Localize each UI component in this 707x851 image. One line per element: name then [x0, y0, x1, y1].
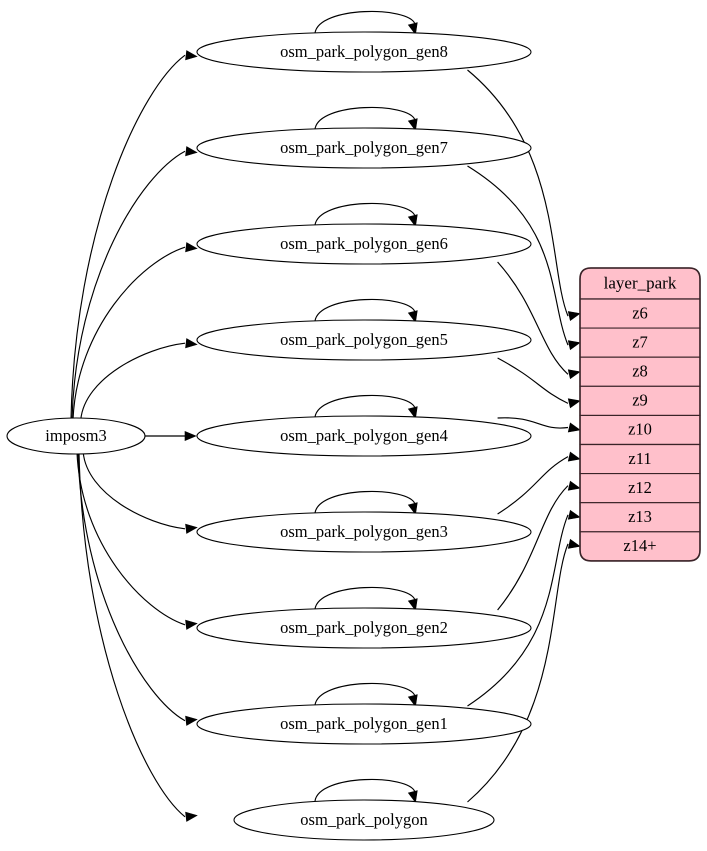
arrowhead-self-loop-gen4 [407, 406, 418, 420]
self-loop-gen7 [314, 106, 416, 130]
node-label-gen3: osm_park_polygon_gen3 [280, 522, 448, 541]
table-row-label-z12: z12 [628, 478, 652, 497]
arrowhead-imposm3-to-gen8 [185, 50, 198, 61]
node-gen3[interactable] [196, 511, 532, 553]
node-gen5[interactable] [196, 319, 532, 361]
node-label-gen1: osm_park_polygon_gen1 [280, 714, 448, 733]
edge-gen7-to-z7 [467, 165, 569, 346]
node-label-gen8: osm_park_polygon_gen8 [280, 42, 448, 61]
arrowhead-self-loop-gen6 [407, 214, 418, 228]
edge-imposm3-to-base [78, 452, 186, 818]
arrowhead-imposm3-to-base [185, 811, 198, 822]
edge-gen8-to-z6 [467, 69, 569, 317]
self-loop-gen3 [314, 490, 416, 514]
self-loop-gen4 [314, 394, 416, 418]
edges-layer [70, 10, 581, 822]
arrowhead-self-loop-gen2 [407, 598, 418, 612]
arrowhead-gen2-to-z12 [567, 480, 581, 491]
arrowhead-imposm3-to-gen2 [185, 619, 198, 630]
self-loop-gen6 [314, 202, 416, 226]
arrowhead-imposm3-to-gen3 [185, 523, 198, 534]
edge-imposm3-to-gen6 [72, 246, 186, 420]
table-row-label-z13: z13 [628, 507, 652, 526]
edge-imposm3-to-gen8 [70, 54, 186, 420]
arrowhead-gen7-to-z7 [567, 340, 581, 351]
layer-park-table[interactable]: layer_park z6 z7 z8 z9 z10 z11 z12 z13 z14+ [579, 267, 701, 562]
table-outline [579, 267, 701, 562]
table-row-label-z7: z7 [632, 332, 648, 351]
edge-imposm3-to-gen5 [80, 342, 186, 420]
edge-base-to-z14+ [467, 543, 569, 803]
node-gen4[interactable] [196, 415, 532, 457]
node-label-gen7: osm_park_polygon_gen7 [280, 138, 448, 157]
nodes-layer: osm_park_polygon_gen8 osm_park_polygon_ge… [6, 31, 532, 841]
table-row-label-z8: z8 [632, 362, 648, 381]
table-row-label-z11: z11 [628, 449, 651, 468]
node-label-gen2: osm_park_polygon_gen2 [280, 618, 448, 637]
arrowhead-imposm3-to-gen1 [185, 715, 198, 726]
table-row-label-z6: z6 [632, 303, 648, 322]
node-gen6[interactable] [196, 223, 532, 265]
edge-gen6-to-z8 [497, 261, 569, 375]
arrowhead-self-loop-gen7 [407, 118, 418, 132]
arrowhead-self-loop-gen3 [407, 502, 418, 516]
edge-imposm3-to-gen2 [76, 452, 186, 626]
self-loop-gen2 [314, 586, 416, 610]
edge-imposm3-to-gen1 [77, 452, 186, 722]
node-imposm3[interactable] [6, 417, 146, 455]
node-gen1[interactable] [196, 703, 532, 745]
table-row-label-z14plus: z14+ [623, 536, 656, 555]
arrowhead-gen8-to-z6 [567, 311, 581, 321]
arrowhead-gen4-to-z10 [567, 422, 581, 433]
arrowhead-gen1-to-z13 [567, 509, 581, 520]
edge-imposm3-to-gen7 [71, 150, 186, 420]
arrowhead-self-loop-gen5 [407, 310, 418, 324]
self-loop-base [314, 778, 416, 802]
node-label-gen5: osm_park_polygon_gen5 [280, 330, 448, 349]
edge-imposm3-to-gen3 [82, 452, 186, 530]
arrowhead-base-to-z14+ [567, 538, 581, 549]
edge-gen2-to-z12 [497, 485, 569, 611]
node-label-base: osm_park_polygon [300, 810, 427, 829]
node-label-gen6: osm_park_polygon_gen6 [280, 234, 448, 253]
node-gen2[interactable] [196, 607, 532, 649]
self-loop-gen1 [314, 682, 416, 706]
arrowhead-self-loop-base [407, 790, 418, 804]
edge-gen1-to-z13 [467, 514, 569, 707]
table-header-label: layer_park [604, 273, 677, 292]
edge-gen4-to-z10 [497, 417, 569, 429]
self-loop-gen5 [314, 298, 416, 322]
node-base[interactable] [233, 799, 495, 841]
arrowhead-self-loop-gen8 [407, 22, 418, 36]
node-label-gen4: osm_park_polygon_gen4 [280, 426, 448, 445]
arrowhead-imposm3-to-gen5 [185, 338, 198, 349]
table-row-label-z10: z10 [628, 420, 652, 439]
arrowhead-gen5-to-z9 [567, 398, 581, 409]
arrowhead-self-loop-gen1 [407, 694, 418, 708]
node-gen7[interactable] [196, 127, 532, 169]
node-gen8[interactable] [196, 31, 532, 73]
arrowhead-imposm3-to-gen4 [184, 430, 197, 442]
edge-gen5-to-z9 [497, 357, 569, 404]
arrowhead-gen6-to-z8 [567, 369, 581, 380]
arrowhead-gen3-to-z11 [567, 451, 581, 462]
self-loop-gen8 [314, 10, 416, 34]
arrowhead-imposm3-to-gen6 [185, 242, 198, 253]
node-label-imposm3: imposm3 [45, 426, 106, 445]
edge-gen3-to-z11 [497, 456, 569, 515]
arrowhead-imposm3-to-gen7 [185, 146, 198, 157]
table-row-label-z9: z9 [632, 391, 648, 410]
